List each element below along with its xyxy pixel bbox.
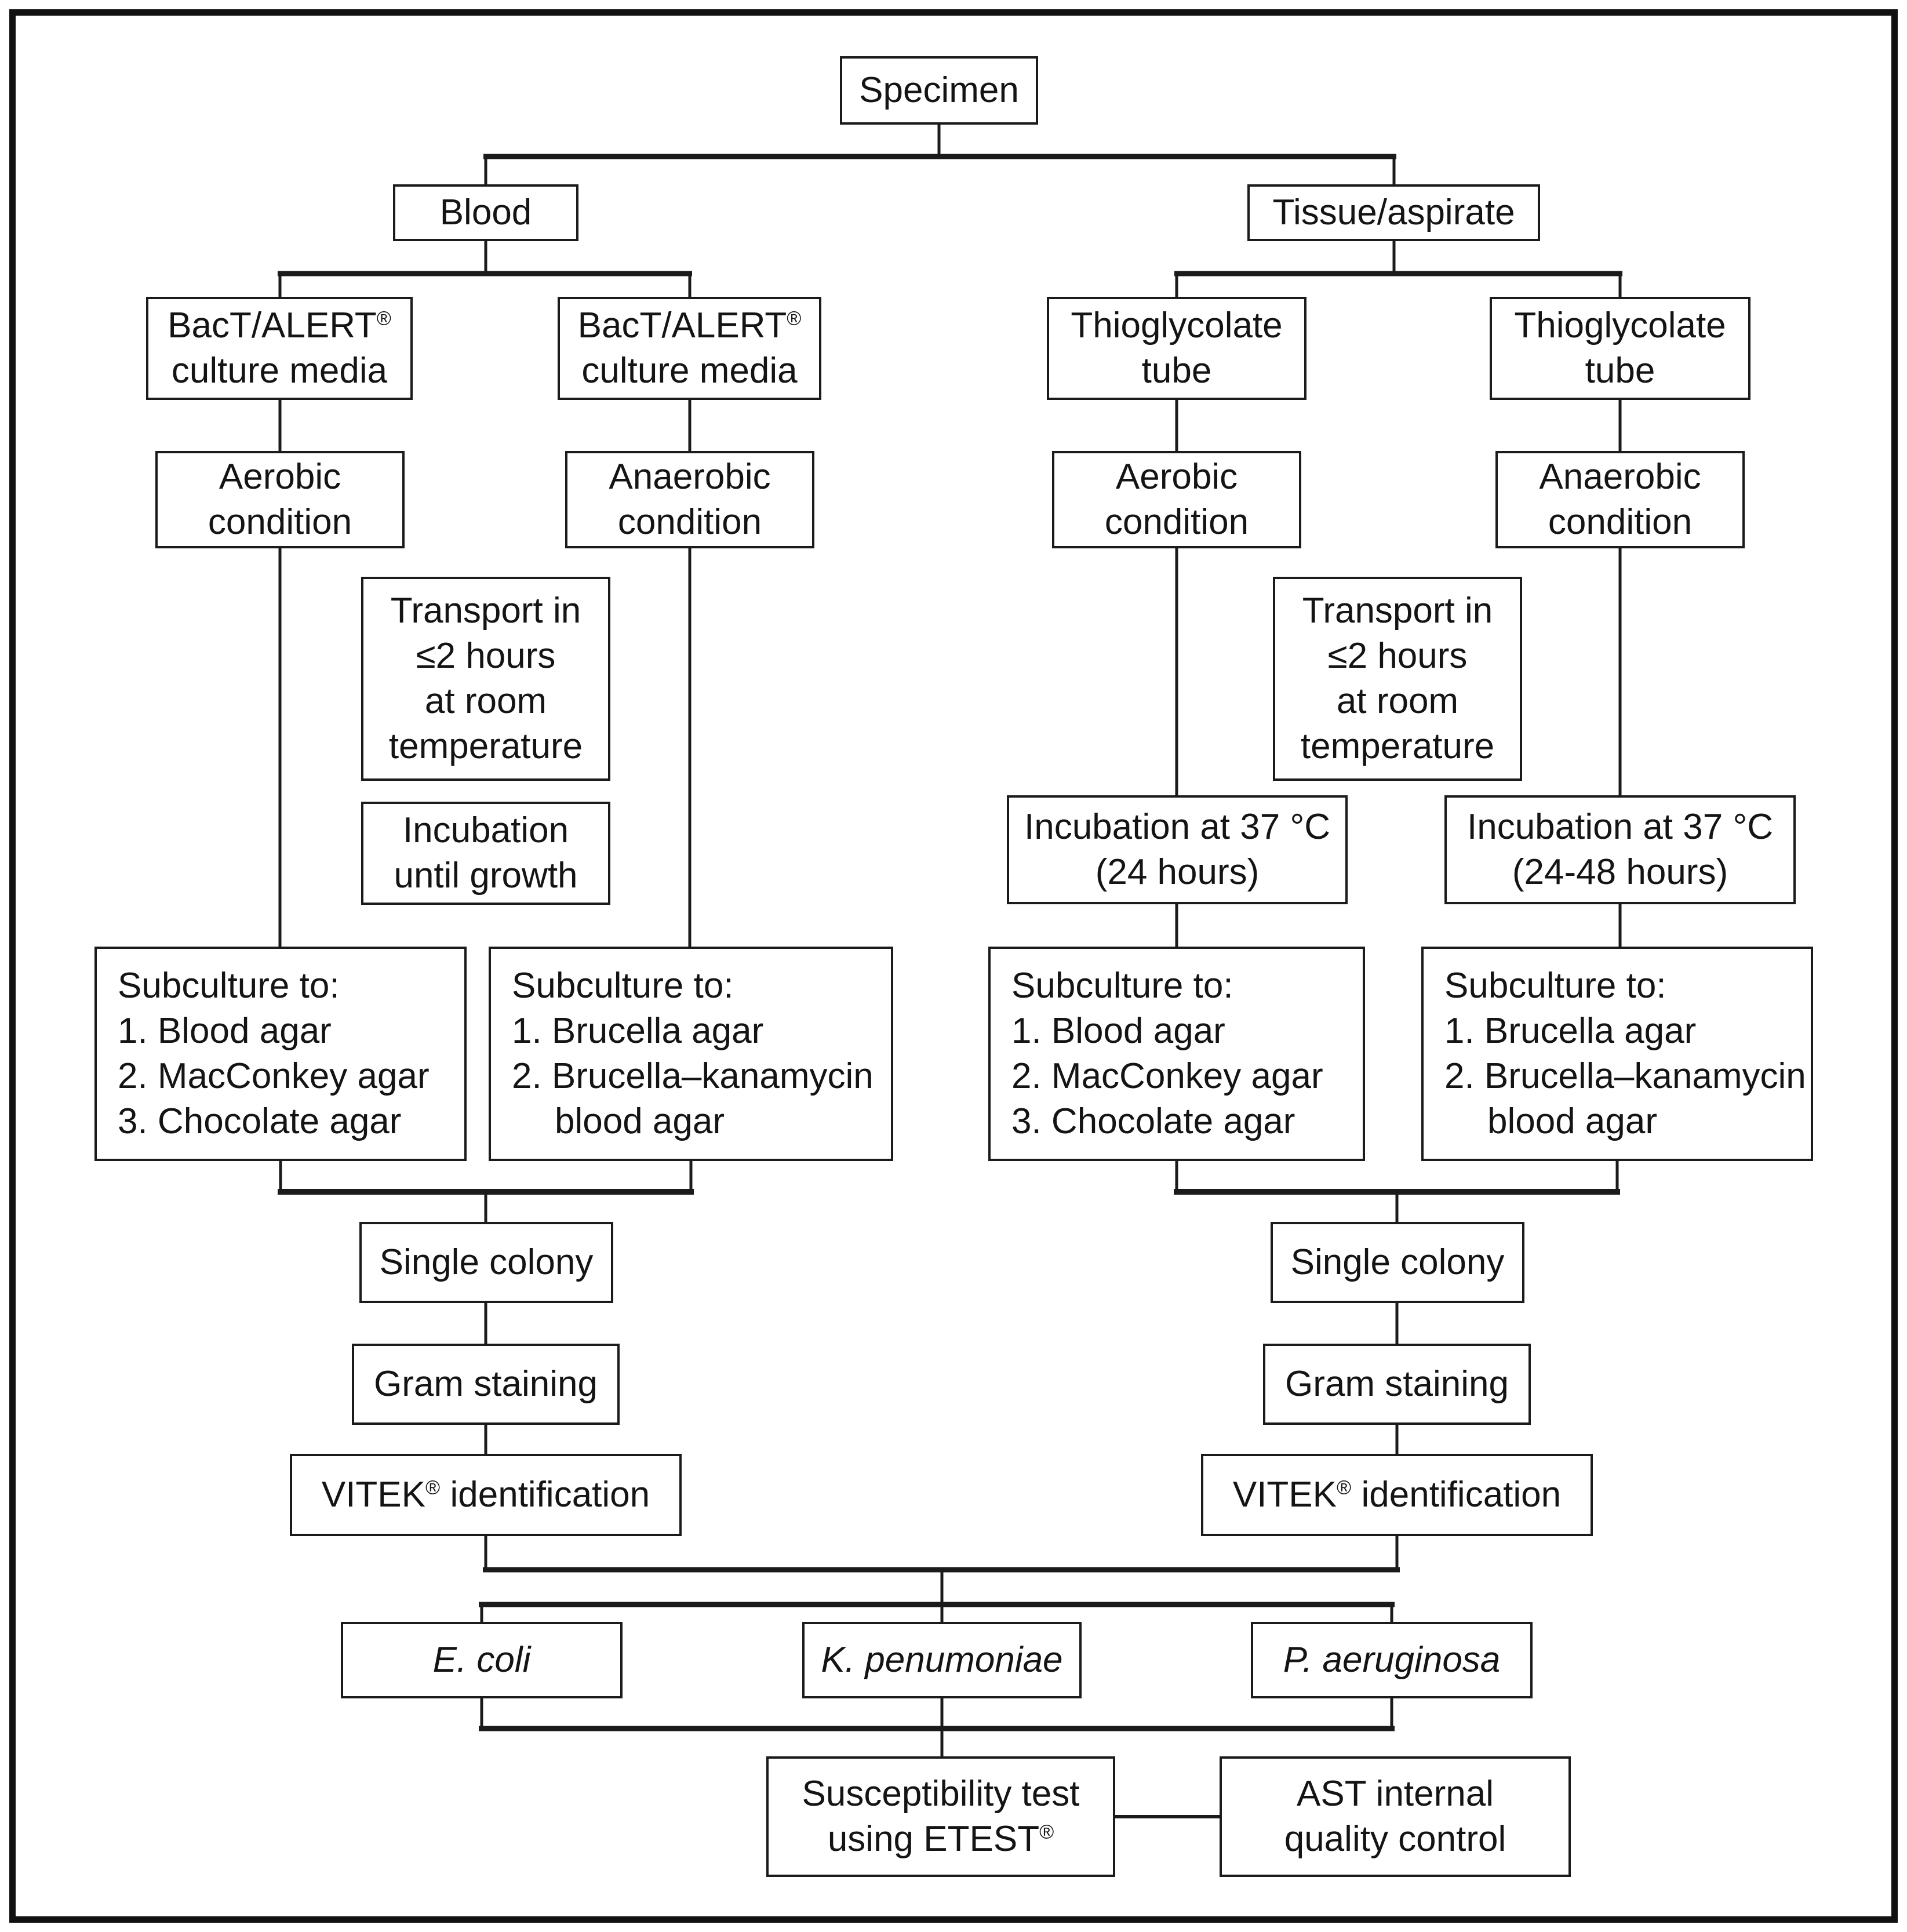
- registered-mark: ®: [787, 307, 802, 330]
- label-line: blood agar: [1487, 1101, 1658, 1142]
- label-line: 1. Brucella agar: [1444, 1010, 1697, 1051]
- label-line: 2. MacConkey agar: [118, 1056, 430, 1096]
- label-line: tube: [1585, 351, 1655, 391]
- label-line: Susceptibility test: [802, 1773, 1080, 1814]
- registered-mark: ®: [425, 1476, 441, 1499]
- label-line: temperature: [388, 726, 583, 767]
- label-line: BacT/ALERT®: [168, 305, 391, 345]
- label-line: Subculture to:: [1444, 965, 1666, 1006]
- label-line: 2. Brucella–kanamycin: [1444, 1056, 1806, 1096]
- registered-mark: ®: [376, 307, 391, 330]
- label-line: condition: [1548, 502, 1693, 542]
- node-thioglycolate-aerobic: Thioglycolate tube: [1047, 297, 1306, 400]
- label-line: 2. MacConkey agar: [1011, 1056, 1323, 1096]
- node-aerobic-condition-blood: Aerobic condition: [155, 451, 405, 548]
- label-line: Subculture to:: [118, 965, 340, 1006]
- node-anaerobic-condition-blood: Anaerobic condition: [565, 451, 814, 548]
- label-line: condition: [617, 502, 762, 542]
- label-line: quality control: [1284, 1819, 1506, 1859]
- node-anaerobic-condition-tissue: Anaerobic condition: [1495, 451, 1745, 548]
- node-bact-alert-aerobic: BacT/ALERT® culture media: [146, 297, 413, 400]
- node-aerobic-condition-tissue: Aerobic condition: [1052, 451, 1301, 548]
- node-single-colony-blood: Single colony: [359, 1222, 613, 1303]
- label-line: Anaerobic: [609, 456, 771, 497]
- node-specimen: Specimen: [840, 56, 1038, 125]
- label-line: 1. Blood agar: [1011, 1010, 1225, 1051]
- label-line: condition: [1104, 502, 1249, 542]
- label-line: Incubation at 37 °C: [1466, 806, 1774, 847]
- label-line: 1. Blood agar: [118, 1010, 332, 1051]
- label-line: at room: [424, 681, 547, 721]
- label-line: Subculture to:: [512, 965, 734, 1006]
- node-bact-alert-anaerobic: BacT/ALERT® culture media: [558, 297, 821, 400]
- label-line: ≤2 hours: [1327, 635, 1468, 676]
- label-line: 3. Chocolate agar: [118, 1101, 402, 1142]
- label-line: 1. Brucella agar: [512, 1010, 764, 1051]
- label-line: Aerobic: [1115, 456, 1238, 497]
- label-line: Incubation at 37 °C: [1024, 806, 1331, 847]
- node-gram-staining-tissue: Gram staining: [1263, 1344, 1531, 1425]
- node-incubation-37c-24-48h: Incubation at 37 °C (24-48 hours): [1444, 795, 1796, 904]
- node-susceptibility-test: Susceptibility test using ETEST®: [766, 1756, 1115, 1877]
- label-line: (24-48 hours): [1512, 852, 1728, 892]
- label-line: VITEK®identification: [1232, 1474, 1562, 1515]
- node-subculture-blood-aerobic: Subculture to: 1. Blood agar 2. MacConke…: [94, 947, 467, 1161]
- label-line: culture media: [581, 351, 798, 391]
- label-line: temperature: [1300, 726, 1495, 767]
- node-vitek-identification-blood: VITEK®identification: [290, 1454, 682, 1536]
- node-subculture-tissue-anaerobic: Subculture to: 1. Brucella agar 2. Bruce…: [1421, 947, 1813, 1161]
- label-line: BacT/ALERT®: [577, 305, 802, 345]
- label-line: VITEK®identification: [321, 1474, 650, 1515]
- label-line: Incubation: [402, 810, 569, 850]
- node-incubation-until-growth: Incubation until growth: [361, 802, 610, 905]
- label-line: until growth: [394, 856, 578, 896]
- node-subculture-tissue-aerobic: Subculture to: 1. Blood agar 2. MacConke…: [988, 947, 1365, 1161]
- label-line: 2. Brucella–kanamycin: [512, 1056, 874, 1096]
- label-line: at room: [1336, 681, 1459, 721]
- node-e-coli: E. coli: [341, 1622, 623, 1698]
- outer-border: [9, 9, 1898, 1923]
- label-line: Aerobic: [219, 456, 341, 497]
- node-blood: Blood: [393, 184, 578, 241]
- registered-mark: ®: [1337, 1476, 1352, 1499]
- label-line: tube: [1141, 351, 1212, 391]
- node-k-pneumoniae: K. penumoniae: [802, 1622, 1082, 1698]
- label-line: culture media: [171, 351, 388, 391]
- node-vitek-identification-tissue: VITEK®identification: [1201, 1454, 1593, 1536]
- node-gram-staining-blood: Gram staining: [352, 1344, 620, 1425]
- label-line: Thioglycolate: [1071, 305, 1283, 345]
- label-line: Transport in: [390, 590, 581, 631]
- label-line: Subculture to:: [1011, 965, 1233, 1006]
- label-line: ≤2 hours: [416, 635, 556, 676]
- node-transport-tissue: Transport in ≤2 hours at room temperatur…: [1273, 577, 1522, 781]
- node-single-colony-tissue: Single colony: [1271, 1222, 1524, 1303]
- label-line: condition: [208, 502, 352, 542]
- node-thioglycolate-anaerobic: Thioglycolate tube: [1490, 297, 1750, 400]
- label-line: 3. Chocolate agar: [1011, 1101, 1295, 1142]
- label-line: Transport in: [1302, 590, 1493, 631]
- node-subculture-blood-anaerobic: Subculture to: 1. Brucella agar 2. Bruce…: [489, 947, 893, 1161]
- label-line: blood agar: [555, 1101, 725, 1142]
- label-line: (24 hours): [1095, 852, 1260, 892]
- node-transport-blood: Transport in ≤2 hours at room temperatur…: [361, 577, 610, 781]
- registered-mark: ®: [1039, 1821, 1054, 1843]
- label-line: Thioglycolate: [1514, 305, 1726, 345]
- label-line: using ETEST®: [827, 1819, 1054, 1859]
- label-line: AST internal: [1296, 1773, 1494, 1814]
- node-incubation-37c-24h: Incubation at 37 °C (24 hours): [1007, 795, 1348, 904]
- node-p-aeruginosa: P. aeruginosa: [1251, 1622, 1533, 1698]
- label-line: Anaerobic: [1539, 456, 1701, 497]
- node-ast-internal-quality-control: AST internal quality control: [1220, 1756, 1571, 1877]
- node-tissue-aspirate: Tissue/aspirate: [1247, 184, 1540, 241]
